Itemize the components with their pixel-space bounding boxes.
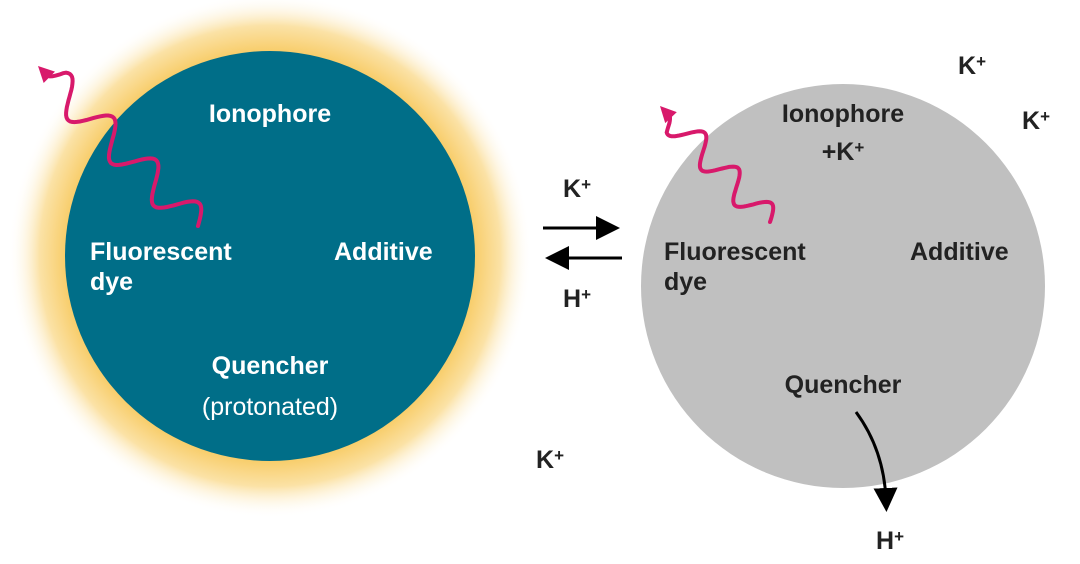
photon-arrowhead-icon	[38, 66, 55, 83]
emission-photon-icon	[45, 70, 204, 228]
forward-ion-label: K+	[563, 174, 591, 204]
ion-charge: +	[581, 175, 591, 194]
quencher-label: Quencher	[211, 352, 329, 380]
active-particle	[65, 51, 475, 461]
additive-label: Additive	[334, 238, 433, 266]
dye-label-line2: dye	[664, 268, 708, 296]
reverse-ion-label: H+	[563, 284, 591, 314]
dye-label-line1: Fluorescent	[90, 238, 232, 266]
proton-release-arrow-icon	[854, 411, 898, 512]
ion-charge: +	[976, 52, 986, 71]
ion-charge: +	[854, 138, 865, 157]
ionophore-label: Ionophore	[781, 100, 905, 128]
ion-charge: +	[554, 446, 564, 465]
ion-symbol: H	[563, 285, 582, 313]
free-potassium-ion: K+	[536, 445, 564, 475]
quencher-label: Quencher	[784, 371, 902, 399]
inactive-particle	[641, 84, 1045, 488]
ionophore-complex-label: +K+	[822, 137, 865, 167]
ion-symbol: K	[1022, 107, 1041, 135]
ionophore-label: Ionophore	[208, 100, 332, 128]
ion-symbol: H	[876, 527, 895, 555]
ion-symbol: K	[958, 52, 977, 80]
ion-charge: +	[894, 527, 904, 546]
released-proton-label: H+	[876, 526, 904, 556]
dye-label-line1: Fluorescent	[664, 238, 806, 266]
dye-label-line2: dye	[90, 268, 134, 296]
photon-arrowhead-icon	[660, 106, 677, 124]
quencher-state-label: (protonated)	[201, 393, 339, 421]
free-potassium-ion: K+	[958, 51, 986, 81]
ion-charge: +	[581, 285, 591, 304]
complex-text: +K	[821, 138, 855, 166]
ion-symbol: K	[536, 446, 555, 474]
additive-label: Additive	[910, 238, 1009, 266]
weak-emission-photon-icon	[664, 114, 776, 224]
ion-charge: +	[1040, 107, 1050, 126]
ion-symbol: K	[563, 175, 582, 203]
free-potassium-ion: K+	[1022, 106, 1050, 136]
